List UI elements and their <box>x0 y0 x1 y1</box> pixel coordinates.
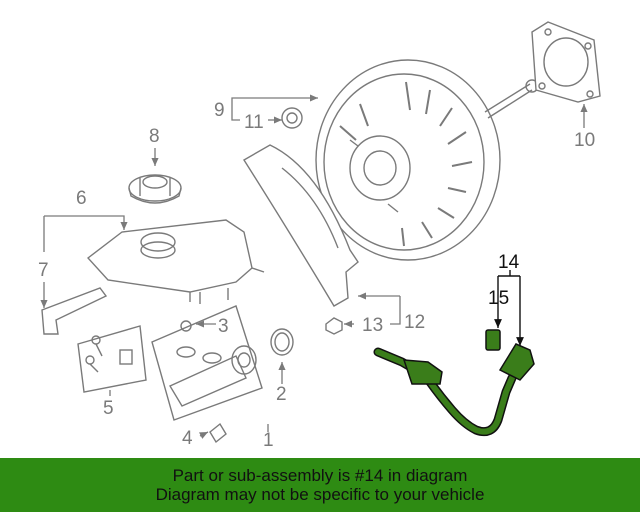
booster-gasket[interactable] <box>531 21 601 103</box>
seal-ring[interactable] <box>270 328 294 356</box>
footer-line-1: Part or sub-assembly is #14 in diagram <box>172 466 468 485</box>
callout-1: 1 <box>263 430 274 451</box>
callout-10: 10 <box>574 130 595 151</box>
bolt-kit[interactable] <box>77 325 147 393</box>
callout-8: 8 <box>149 126 160 147</box>
fluid-reservoir[interactable] <box>86 219 265 304</box>
callout-4: 4 <box>182 428 193 449</box>
master-cylinder[interactable] <box>151 305 263 421</box>
nut[interactable] <box>325 317 343 335</box>
callouts: 1 2 3 4 5 6 7 8 9 10 11 12 13 14 15 <box>38 100 595 451</box>
callout-6: 6 <box>76 188 87 209</box>
parts-diagram: 1 2 3 4 5 6 7 8 9 10 11 12 13 14 15 <box>38 21 601 451</box>
reservoir-cap[interactable] <box>128 174 182 204</box>
callout-15: 15 <box>488 288 509 309</box>
callout-13: 13 <box>362 315 383 336</box>
callout-2: 2 <box>276 384 287 405</box>
vacuum-hose-assembly[interactable] <box>373 329 535 437</box>
callout-3: 3 <box>218 316 229 337</box>
callout-12: 12 <box>404 312 425 333</box>
brake-booster[interactable] <box>315 59 539 261</box>
callout-7: 7 <box>38 260 49 281</box>
footer-notice: Part or sub-assembly is #14 in diagram D… <box>0 458 640 512</box>
callout-9: 9 <box>214 100 225 121</box>
grommet[interactable] <box>281 107 303 129</box>
reservoir-bracket[interactable] <box>41 287 108 335</box>
footer-line-2: Diagram may not be specific to your vehi… <box>155 485 485 504</box>
callout-11: 11 <box>244 112 264 133</box>
callout-14: 14 <box>498 252 520 273</box>
plug[interactable] <box>209 422 227 444</box>
booster-bracket[interactable] <box>243 144 359 307</box>
callout-5: 5 <box>103 398 114 419</box>
